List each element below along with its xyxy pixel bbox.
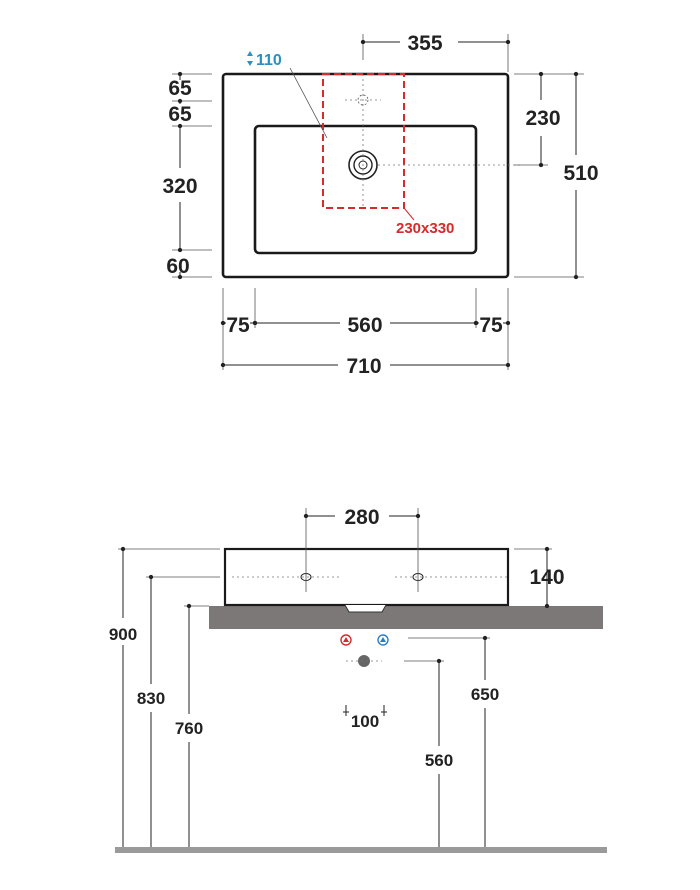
tap-hole-note: 110 xyxy=(247,51,282,69)
dim-side-280: 280 xyxy=(344,506,379,529)
cutout-leader xyxy=(403,207,415,221)
dim-left-320: 320 xyxy=(162,175,197,198)
countertop xyxy=(209,606,603,629)
dim-right-510: 510 xyxy=(563,162,598,185)
dim-bottom-560: 560 xyxy=(347,314,382,337)
top-view: 355 65 65 320 60 230 510 75 560 75 710 1… xyxy=(162,32,598,378)
basin-outline xyxy=(221,72,510,279)
dim-height-650: 650 xyxy=(471,685,499,704)
drain-outlet-wall xyxy=(358,655,370,667)
dim-height-560: 560 xyxy=(425,751,453,770)
tap-hole xyxy=(345,94,381,106)
cutout-area xyxy=(322,73,405,209)
tap-note-leader xyxy=(289,67,328,139)
cold-water-inlet xyxy=(377,634,389,646)
dim-bottom-75-right: 75 xyxy=(479,314,503,337)
basin-bowl xyxy=(253,124,478,255)
drain-outlet xyxy=(344,604,387,613)
floor xyxy=(115,847,607,853)
dim-overall-710: 710 xyxy=(346,355,381,378)
dim-right-230: 230 xyxy=(525,107,560,130)
up-down-arrow-icon xyxy=(247,51,253,66)
dim-side-140: 140 xyxy=(529,566,564,589)
side-view: 280 140 900 830 760 xyxy=(109,506,607,853)
dim-left-60: 60 xyxy=(166,255,189,278)
dim-center-100: 100 xyxy=(351,712,379,731)
dim-height-760: 760 xyxy=(175,719,203,738)
svg-text:110: 110 xyxy=(256,52,282,69)
hot-water-inlet xyxy=(340,634,352,646)
dim-height-830: 830 xyxy=(137,689,165,708)
dim-top-355: 355 xyxy=(407,32,442,55)
dim-left-65-b: 65 xyxy=(168,103,192,126)
dim-bottom-75-left: 75 xyxy=(226,314,250,337)
dim-height-900: 900 xyxy=(109,625,137,644)
cutout-note: 230x330 xyxy=(396,220,454,237)
dim-left-65-a: 65 xyxy=(168,77,192,100)
